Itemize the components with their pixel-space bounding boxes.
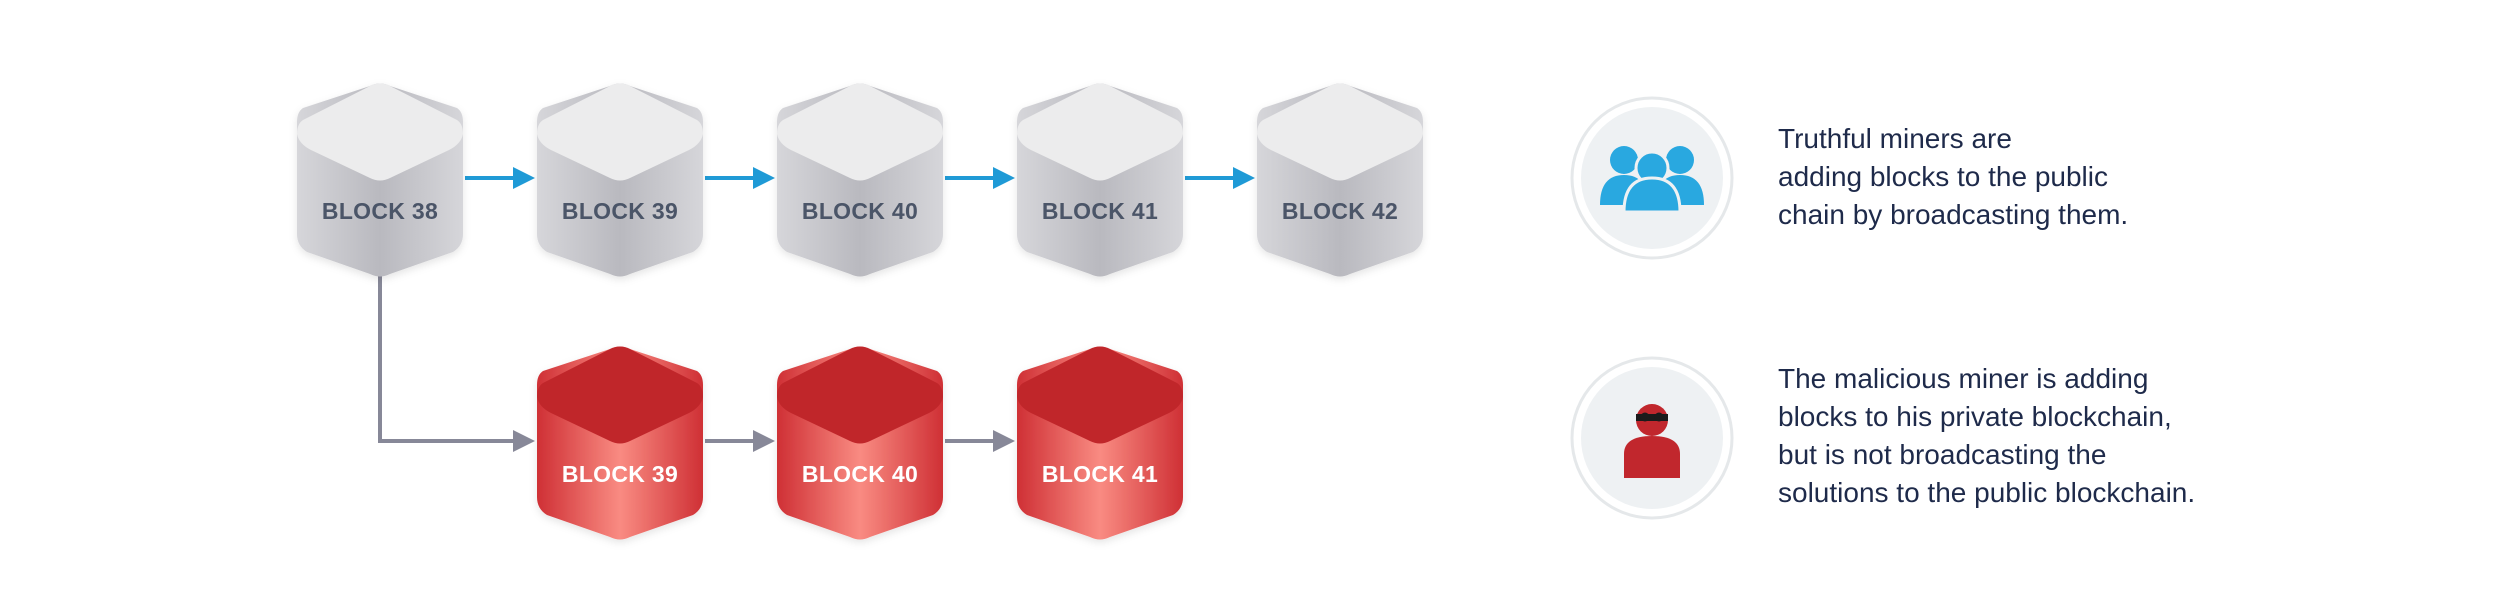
fork-connector (378, 268, 535, 452)
masked-miner-icon (1624, 404, 1680, 478)
group-of-users-icon (1600, 146, 1704, 214)
block-label: BLOCK 40 (802, 198, 918, 224)
public-block: BLOCK 41 (1017, 83, 1183, 277)
private-block: BLOCK 41 (1017, 346, 1183, 540)
public-arrow (465, 167, 535, 189)
private-block: BLOCK 40 (777, 346, 943, 540)
public-arrow (705, 167, 775, 189)
private-chain-arrows (705, 430, 1015, 452)
block-top-face (1017, 346, 1183, 444)
block-top-face (537, 83, 703, 181)
fork-arrowhead (513, 430, 535, 452)
legend-truthful: Truthful miners are adding blocks to the… (1570, 96, 2128, 260)
block-label: BLOCK 42 (1282, 198, 1398, 224)
private-chain: BLOCK 39 BLOCK 40 BLOCK 41 (537, 346, 1183, 540)
block-label: BLOCK 38 (322, 198, 438, 224)
arrowhead (993, 167, 1015, 189)
private-arrow (705, 430, 775, 452)
public-block: BLOCK 40 (777, 83, 943, 277)
malicious-description: The malicious miner is adding blocks to … (1778, 363, 2195, 508)
block-label: BLOCK 39 (562, 461, 678, 487)
public-arrow (1185, 167, 1255, 189)
block-top-face (1017, 83, 1183, 181)
public-block: BLOCK 38 (297, 83, 463, 277)
truthful-description: Truthful miners are adding blocks to the… (1778, 123, 2128, 230)
block-top-face (537, 346, 703, 444)
block-label: BLOCK 41 (1042, 198, 1158, 224)
arrowhead (993, 430, 1015, 452)
arrowhead (753, 167, 775, 189)
public-chain: BLOCK 38 BLOCK 39 BLOCK 40 BLOCK 41 BLOCK 42 (297, 83, 1423, 277)
block-top-face (777, 83, 943, 181)
block-label: BLOCK 40 (802, 461, 918, 487)
block-label: BLOCK 39 (562, 198, 678, 224)
block-top-face (777, 346, 943, 444)
public-block: BLOCK 39 (537, 83, 703, 277)
arrowhead (513, 167, 535, 189)
legend-malicious: The malicious miner is adding blocks to … (1570, 356, 2195, 520)
arrowhead (1233, 167, 1255, 189)
block-label: BLOCK 41 (1042, 461, 1158, 487)
private-arrow (945, 430, 1015, 452)
private-block: BLOCK 39 (537, 346, 703, 540)
fork-line (378, 268, 517, 443)
arrowhead (753, 430, 775, 452)
block-top-face (297, 83, 463, 181)
public-chain-arrows (465, 167, 1255, 189)
public-arrow (945, 167, 1015, 189)
public-block: BLOCK 42 (1257, 83, 1423, 277)
block-top-face (1257, 83, 1423, 181)
